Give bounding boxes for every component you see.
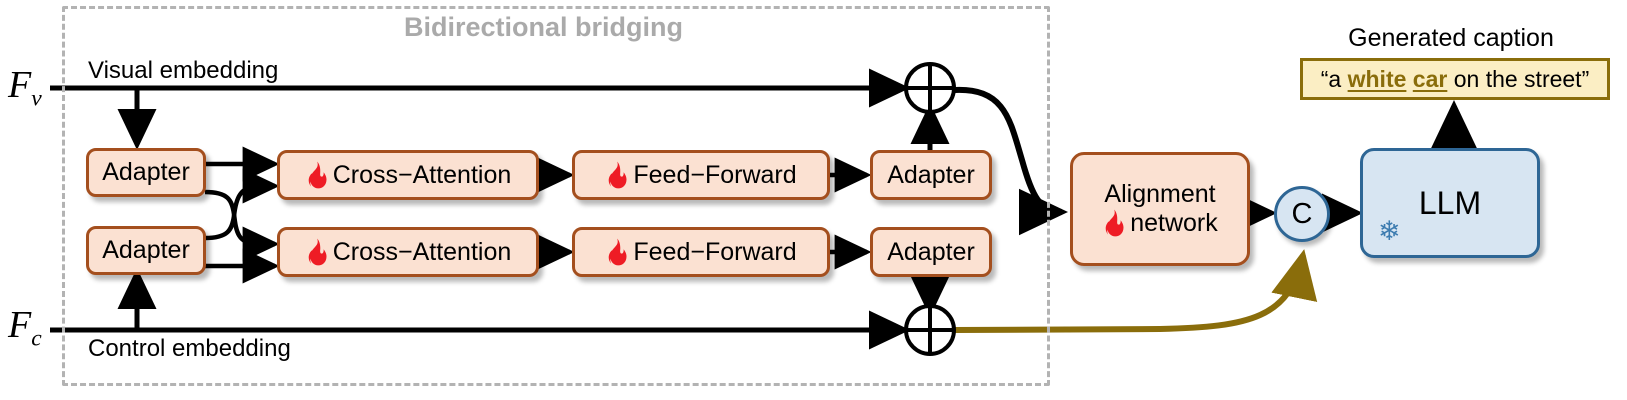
cross-attention-bottom-label: Cross−Attention <box>332 237 512 266</box>
generated-caption-text: “a white car on the street” <box>1321 66 1590 93</box>
concat-node[interactable]: C <box>1274 186 1330 242</box>
alignment-network-label-line1: Alignment <box>1104 180 1216 209</box>
caption-close-quote: ” <box>1581 65 1590 92</box>
alignment-network[interactable]: Alignment network <box>1070 152 1250 266</box>
add-operator-bottom <box>904 304 956 356</box>
generated-caption-box: “a white car on the street” <box>1300 58 1610 100</box>
visual-embedding-label: Visual embedding <box>88 57 279 84</box>
caption-open-quote: “ <box>1320 65 1329 92</box>
cross-attention-top[interactable]: Cross−Attention <box>277 150 539 200</box>
visual-embedding-path <box>50 68 911 151</box>
generated-caption-title: Generated caption <box>1348 24 1554 52</box>
control-embedding-label: Control embedding <box>88 335 291 362</box>
feed-forward-top-label: Feed−Forward <box>633 160 797 189</box>
alignment-network-label-line2: network <box>1130 209 1218 237</box>
flame-icon <box>305 238 327 266</box>
llm-block[interactable]: LLM <box>1360 148 1540 258</box>
visual-stream-symbol: Fv <box>8 64 42 112</box>
adapter-bottom-left-label: Adapter <box>102 236 190 265</box>
bidirectional-bridging-title: Bidirectional bridging <box>404 12 684 42</box>
control-stream-symbol: Fc <box>8 304 42 352</box>
flame-icon <box>605 238 627 266</box>
caption-prefix: a <box>1328 65 1348 92</box>
adapter-top-left-label: Adapter <box>102 158 190 187</box>
add-operator-top <box>904 62 956 114</box>
flame-icon <box>1102 209 1124 237</box>
adapter-bottom-right[interactable]: Adapter <box>870 227 992 277</box>
flame-icon <box>605 161 627 189</box>
caption-highlight-white: white <box>1347 65 1407 92</box>
edge-add-top-to-alignment <box>954 86 1068 236</box>
cross-attention-top-label: Cross−Attention <box>332 160 512 189</box>
adapter-bottom-left[interactable]: Adapter <box>86 226 206 275</box>
caption-highlight-car: car <box>1412 65 1448 92</box>
adapter-top-left[interactable]: Adapter <box>86 148 206 197</box>
flame-icon <box>305 161 327 189</box>
adapter-bottom-right-label: Adapter <box>887 237 975 266</box>
caption-suffix: on the street <box>1447 65 1582 92</box>
edge-adapter-bl-to-ca-top-cross <box>204 168 280 241</box>
snowflake-frozen-icon: ❄ <box>1378 216 1401 246</box>
feed-forward-top[interactable]: Feed−Forward <box>572 150 830 200</box>
cross-attention-bottom[interactable]: Cross−Attention <box>277 227 539 277</box>
edge-add-bottom-to-concat-gold <box>954 249 1318 333</box>
control-embedding-path <box>50 267 911 350</box>
llm-label: LLM <box>1418 184 1482 221</box>
adapter-top-right-label: Adapter <box>887 160 975 189</box>
feed-forward-bottom-label: Feed−Forward <box>633 237 797 266</box>
concat-label: C <box>1291 197 1313 230</box>
adapter-top-right[interactable]: Adapter <box>870 150 992 200</box>
feed-forward-bottom[interactable]: Feed−Forward <box>572 227 830 277</box>
